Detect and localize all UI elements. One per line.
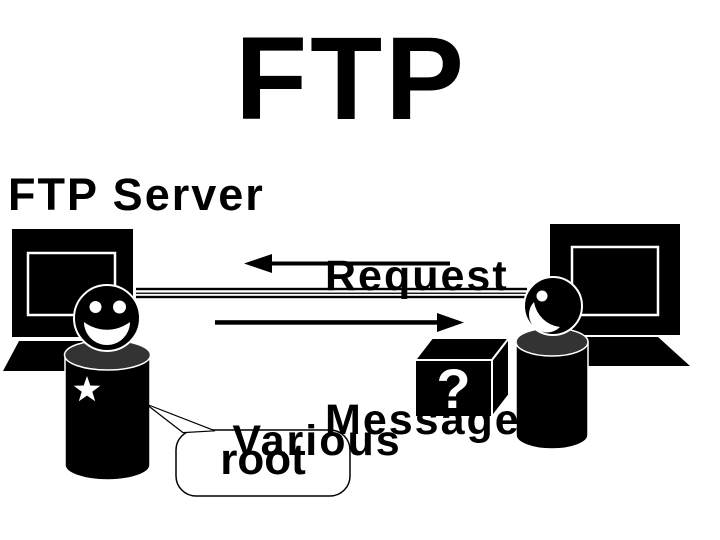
root-callout-label: root: [220, 435, 306, 484]
connection-line: [136, 287, 527, 299]
star-icon: [73, 376, 101, 402]
request-arrow-icon: [244, 254, 450, 273]
mystery-box-question-mark: ?: [436, 357, 471, 420]
files-arrow-icon: [215, 313, 464, 332]
request-messages-label: Request Messages: [325, 156, 547, 540]
client-database-cylinder-icon: [515, 327, 589, 450]
various-files-line1: Various: [232, 417, 402, 465]
server-computer-icon: [3, 229, 133, 371]
server-smiley-face-icon: [73, 284, 141, 352]
request-messages-line2: Messages: [325, 396, 547, 444]
various-files-label: Various files: [217, 326, 417, 540]
server-database-cylinder-icon: [63, 339, 152, 481]
slide-title: FTP: [235, 13, 467, 145]
ftp-server-label: FTP Server: [8, 169, 265, 220]
client-profile-face-icon: [523, 276, 583, 336]
root-callout-bubble: [145, 403, 351, 497]
request-messages-line1: Request: [325, 252, 509, 300]
mystery-box-icon: [412, 335, 512, 420]
